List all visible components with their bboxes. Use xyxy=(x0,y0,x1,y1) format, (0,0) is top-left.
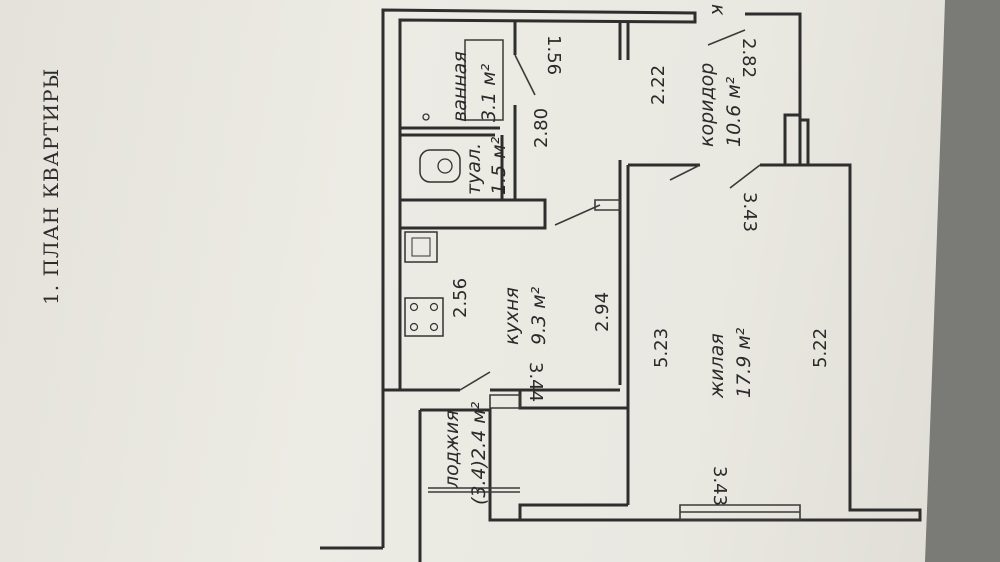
dim-3-44: 3.44 xyxy=(525,362,546,402)
bathtub xyxy=(464,39,504,121)
loggia-area: (3.4)2.4 м² xyxy=(468,401,490,505)
bath-drain xyxy=(422,113,430,121)
kitchen-sink xyxy=(404,231,438,263)
dim-1-56: 1.56 xyxy=(543,35,564,75)
walls xyxy=(320,8,922,562)
toilet-bowl xyxy=(419,149,461,183)
dim-2-56: 2.56 xyxy=(450,278,471,318)
dim-3-43-bottom: 3.43 xyxy=(709,466,730,506)
dim-5-23: 5.23 xyxy=(651,328,672,368)
dim-2-94: 2.94 xyxy=(592,292,613,332)
living-name: жилая xyxy=(706,333,728,399)
bathroom-name: ванная xyxy=(449,51,471,122)
dim-2-82: 2.82 xyxy=(738,38,759,78)
corridor-name: коридор xyxy=(696,63,718,147)
kitchen-area: 9.3 м² xyxy=(528,286,550,345)
kitchen-name: кухня xyxy=(501,287,523,345)
dim-2-22: 2.22 xyxy=(648,65,669,105)
background-edge xyxy=(925,0,1000,562)
edge-fragment: к xyxy=(707,4,729,16)
dim-2-80: 2.80 xyxy=(531,108,552,148)
fixtures xyxy=(404,39,504,337)
corridor-area: 10.6 м² xyxy=(723,76,745,147)
bathroom-area: 3.1 м² xyxy=(478,63,500,122)
dim-3-43-top: 3.43 xyxy=(739,192,760,232)
loggia-name: лоджия xyxy=(441,410,463,489)
toilet-name: туал. xyxy=(463,143,485,195)
toilet-area: 1.5 м² xyxy=(488,136,510,195)
living-area: 17.9 м² xyxy=(733,327,755,398)
kitchen-stove xyxy=(404,297,444,337)
dim-5-22: 5.22 xyxy=(810,328,831,368)
plan-heading: 1. ПЛАН КВАРТИРЫ xyxy=(39,68,63,305)
